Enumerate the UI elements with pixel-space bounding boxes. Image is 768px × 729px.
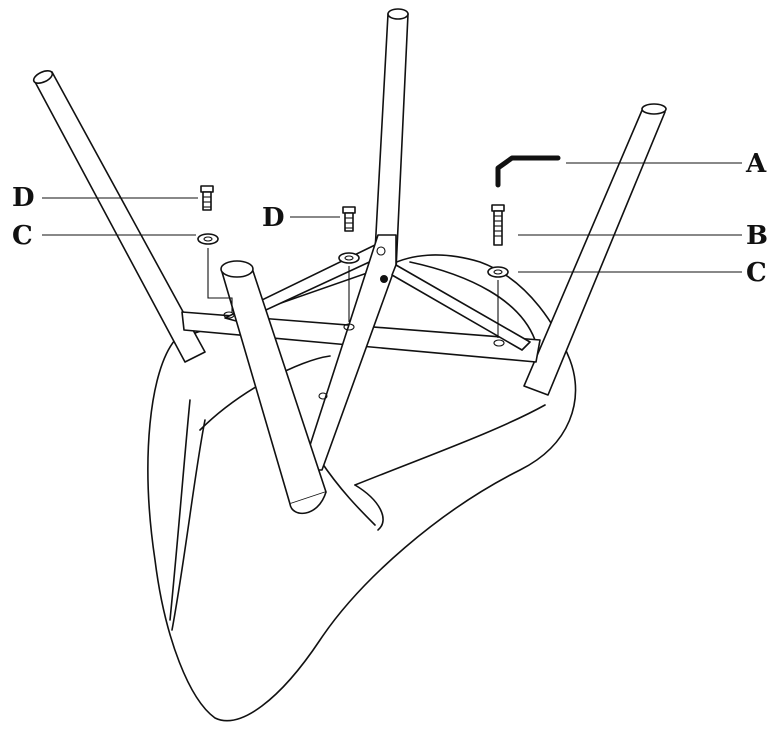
- label-a: A: [745, 149, 767, 179]
- hardware-left: [197, 185, 233, 312]
- label-d-center: D: [262, 203, 285, 233]
- left-leg: [32, 70, 206, 363]
- back-leg: [373, 8, 409, 271]
- front-leg: [220, 260, 327, 515]
- allen-key-icon: [495, 155, 561, 188]
- label-b: B: [746, 221, 768, 251]
- leader-lines: [42, 162, 742, 273]
- label-c-right: C: [746, 258, 767, 288]
- hardware-right: [487, 204, 509, 338]
- label-d-left: D: [12, 183, 35, 213]
- right-leg: [523, 103, 667, 396]
- label-c-left: C: [12, 221, 33, 251]
- hardware-center: [338, 206, 360, 322]
